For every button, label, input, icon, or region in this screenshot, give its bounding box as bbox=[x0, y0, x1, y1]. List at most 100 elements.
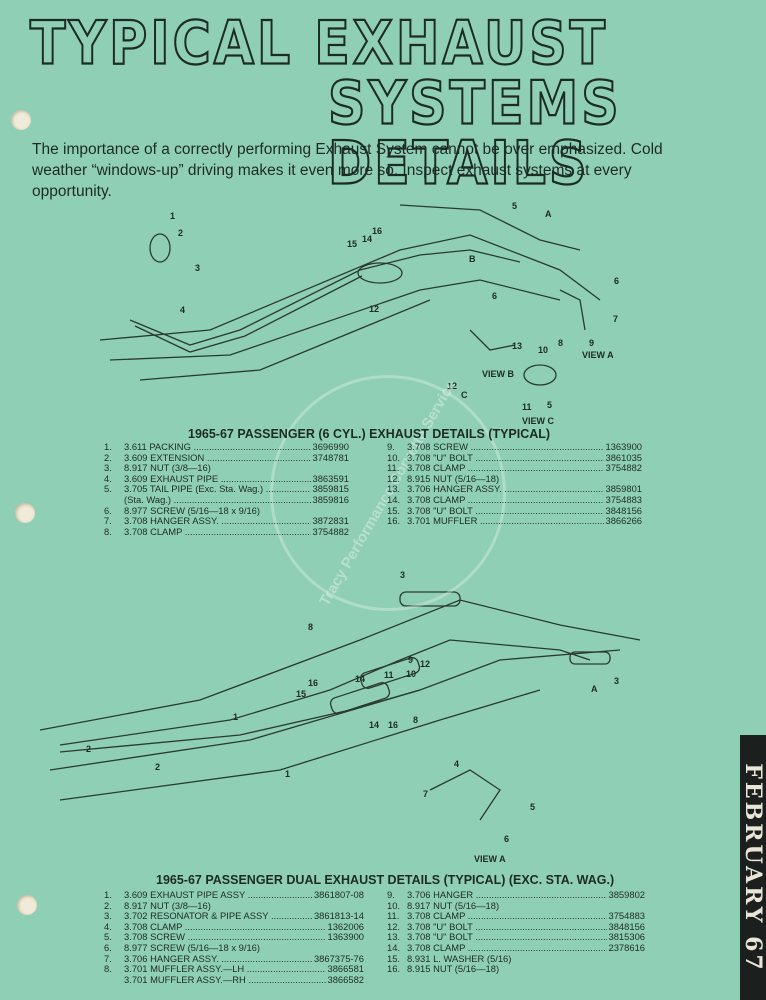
part-number bbox=[347, 463, 349, 474]
part-description: 3.705 TAIL PIPE (Exc. Sta. Wag.) bbox=[124, 484, 311, 495]
part-index: 4. bbox=[104, 920, 112, 932]
callout-label: 10 bbox=[406, 669, 417, 679]
part-number bbox=[643, 900, 645, 912]
binder-hole bbox=[11, 110, 31, 130]
binder-hole bbox=[17, 895, 37, 915]
part-number: 3748781 bbox=[310, 451, 349, 464]
part-index: 7. bbox=[104, 515, 112, 527]
part-description: 8.917 NUT (5/16—18) bbox=[407, 900, 500, 911]
callout-label: 7 bbox=[613, 314, 619, 324]
part-description: 3.706 HANGER ASSY. bbox=[124, 954, 312, 965]
callout-label: VIEW A bbox=[582, 350, 614, 360]
part-row: 3.701 MUFFLER ASSY.—RH3866582 bbox=[104, 973, 364, 986]
part-index: 2. bbox=[104, 451, 112, 463]
callout-label: 2 bbox=[178, 228, 184, 238]
part-row: 1.3.611 PACKING3696990 bbox=[104, 441, 349, 453]
callout-label: 5 bbox=[512, 201, 518, 211]
part-number: 3866581 bbox=[325, 963, 364, 975]
part-index: 6. bbox=[104, 504, 112, 516]
part-description: 3.708 CLAMP bbox=[124, 527, 311, 538]
part-index: 1. bbox=[104, 441, 112, 452]
part-number: 3872831 bbox=[310, 515, 349, 527]
part-index: 9. bbox=[387, 889, 395, 900]
part-row: (Sta. Wag.)3859816 bbox=[104, 494, 349, 506]
part-description: 8.931 L. WASHER (5/16) bbox=[407, 953, 512, 964]
callout-label: 9 bbox=[589, 338, 595, 348]
part-description: 3.702 RESONATOR & PIPE ASSY bbox=[124, 911, 312, 922]
callout-label: B bbox=[469, 254, 476, 264]
part-description: 3.708 CLAMP bbox=[407, 463, 604, 474]
part-row: 2.8.917 NUT (3/8—16) bbox=[104, 900, 364, 912]
part-number: 1362006 bbox=[325, 920, 364, 933]
callout-label: VIEW A bbox=[474, 854, 506, 864]
part-number: 3754882 bbox=[310, 525, 349, 538]
callout-label: 12 bbox=[369, 304, 380, 314]
callout-label: VIEW C bbox=[522, 416, 555, 426]
part-row: 11.3.708 CLAMP3754883 bbox=[387, 911, 645, 922]
part-number: 1363900 bbox=[325, 931, 364, 943]
part-index: 10. bbox=[387, 899, 401, 911]
part-index: 16. bbox=[387, 963, 401, 975]
part-description: 3.708 SCREW bbox=[124, 932, 326, 943]
part-index: 13. bbox=[387, 483, 401, 495]
part-index: 14. bbox=[387, 493, 401, 505]
part-description: 8.977 SCREW (5/16—18 x 9/16) bbox=[124, 942, 261, 953]
part-index: 14. bbox=[387, 941, 401, 953]
part-description: (Sta. Wag.) bbox=[124, 495, 311, 506]
intro-text: The importance of a correctly performing… bbox=[32, 141, 663, 200]
part-number: 3859815 bbox=[310, 483, 349, 495]
title-line-1: TYPICAL EXHAUST bbox=[29, 9, 609, 79]
part-description: 3.708 "U" BOLT bbox=[407, 506, 604, 517]
callout-label: 14 bbox=[362, 234, 373, 244]
part-number: 2378616 bbox=[606, 941, 645, 954]
part-row: 10. 8.917 NUT (5/16—18) bbox=[387, 899, 645, 912]
callout-label: 8 bbox=[558, 338, 564, 348]
callout-label: 11 bbox=[522, 402, 532, 412]
date-side-tab: FEBRUARY 67 bbox=[740, 735, 766, 1000]
callout-label: 4 bbox=[180, 305, 186, 315]
part-description: 3.701 MUFFLER bbox=[407, 516, 604, 527]
title-line-2: SYSTEMS DETAILS bbox=[327, 69, 622, 199]
part-index bbox=[104, 975, 124, 986]
part-row: 7.3.706 HANGER ASSY.3867375-76 bbox=[104, 953, 364, 965]
callout-label: 16 bbox=[372, 226, 383, 236]
callout-label: A bbox=[545, 209, 552, 219]
callout-label: 3 bbox=[195, 263, 201, 273]
part-row: 14.3.708 CLAMP2378616 bbox=[387, 941, 645, 954]
part-row: 7.3.708 HANGER ASSY.3872831 bbox=[104, 516, 349, 527]
part-index: 8. bbox=[104, 963, 112, 975]
part-index bbox=[104, 495, 124, 506]
callout-label: C bbox=[461, 390, 468, 400]
part-number: 3866582 bbox=[325, 973, 364, 986]
part-number: 3754883 bbox=[603, 493, 642, 506]
callout-label: 12 bbox=[420, 659, 431, 669]
part-row: 15.3.708 "U" BOLT3848156 bbox=[387, 504, 642, 517]
part-index: 1. bbox=[104, 889, 112, 900]
part-description: 8.915 NUT (5/16—18) bbox=[407, 964, 500, 975]
part-index: 11. bbox=[387, 462, 400, 474]
six-cyl-diagram bbox=[99, 204, 601, 386]
callout-label: 8 bbox=[413, 715, 419, 725]
part-description: 3.708 "U" BOLT bbox=[407, 453, 604, 464]
part-row: 13.3.706 HANGER ASSY.3859801 bbox=[387, 484, 642, 495]
part-index: 15. bbox=[387, 952, 401, 964]
part-row: 6. 8.977 SCREW (5/16—18 x 9/16) bbox=[104, 504, 349, 517]
part-description: 8.977 SCREW (5/16—18 x 9/16) bbox=[124, 505, 261, 516]
callout-label: 15 bbox=[347, 239, 358, 249]
part-description: 3.611 PACKING bbox=[124, 442, 311, 453]
section2-parts-list: 1.3.609 EXHAUST PIPE ASSY3861807-082.8.9… bbox=[104, 889, 654, 990]
part-description: 3.609 EXTENSION bbox=[124, 453, 311, 464]
callout-label: 8 bbox=[308, 622, 314, 632]
part-row: 11.3.708 CLAMP3754882 bbox=[387, 463, 642, 474]
part-description: 3.708 "U" BOLT bbox=[407, 932, 607, 943]
part-description: 3.706 HANGER ASSY. bbox=[407, 484, 604, 495]
part-index: 5. bbox=[104, 483, 112, 495]
part-description: 8.915 NUT (5/16—18) bbox=[407, 473, 500, 484]
callout-label: 7 bbox=[423, 789, 429, 799]
part-description: 8.917 NUT (3/8—16) bbox=[124, 900, 211, 911]
callout-label: 1 bbox=[170, 211, 176, 221]
part-index: 15. bbox=[387, 504, 401, 516]
part-row: 16.3.701 MUFFLER3866266 bbox=[387, 516, 642, 527]
part-row: 1.3.609 EXHAUST PIPE ASSY3861807-08 bbox=[104, 889, 364, 901]
